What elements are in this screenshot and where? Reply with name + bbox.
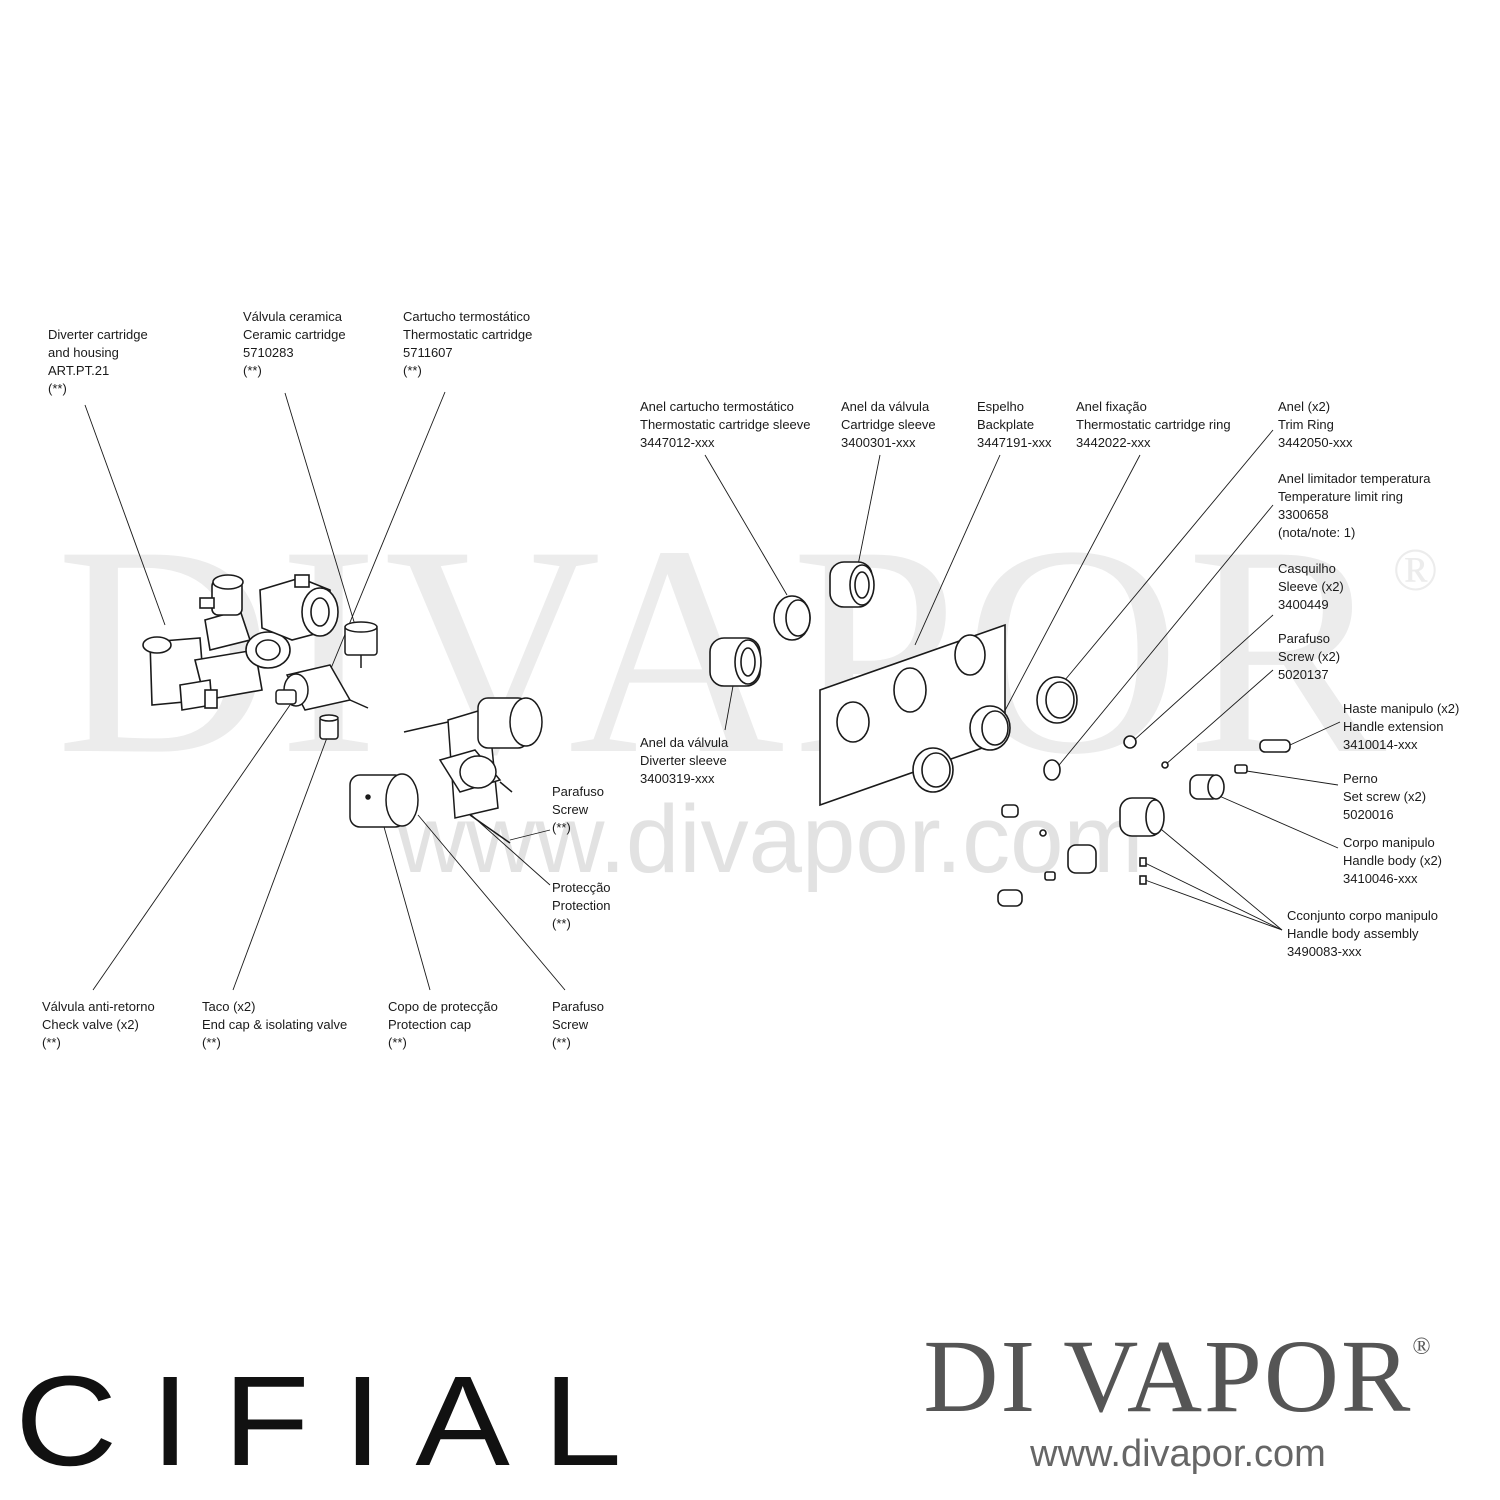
brand-name: DI VAPOR xyxy=(923,1319,1413,1434)
label-end-cap: Taco (x2)End cap & isolating valve(**) xyxy=(202,999,348,1050)
valve-body-drawing xyxy=(142,574,339,711)
svg-text:CIFIAL: CIFIAL xyxy=(15,1365,655,1475)
mounting-assembly-drawing xyxy=(349,697,543,844)
brand-registered-mark: ® xyxy=(1412,1334,1433,1360)
right-parts-drawing xyxy=(709,561,1291,907)
watermark-url: www.divapor.com xyxy=(396,786,1144,893)
cifial-logo: CIFIAL xyxy=(15,1365,655,1475)
brand-url: www.divapor.com xyxy=(1030,1433,1326,1475)
leader-lines xyxy=(84,391,1341,991)
cartridges-drawing xyxy=(275,621,378,740)
divapor-logo: DI VAPOR® www.divapor.com xyxy=(858,1325,1498,1476)
